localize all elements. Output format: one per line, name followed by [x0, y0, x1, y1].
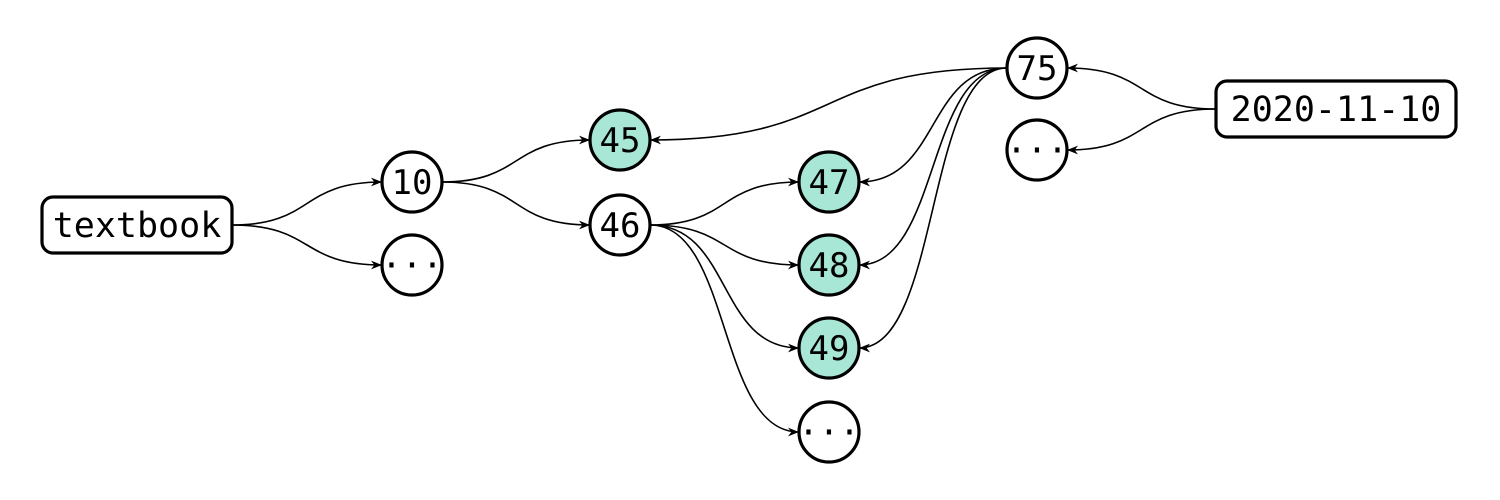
- node-n48-label: 48: [809, 246, 850, 286]
- node-layer: textbook 10 ··· 45 46 47 48 49 ··· 75 ··· 2020-11-1…: [40, 36, 1458, 464]
- node-n75: 75: [1005, 36, 1069, 100]
- edge-n46-to-n48: [649, 224, 800, 270]
- edge-textbook-to-more_textbook: [231, 224, 383, 270]
- edge-n46-to-n49: [649, 224, 800, 353]
- node-n45-label: 45: [600, 121, 641, 161]
- edge-n75-to-n45: [649, 67, 1008, 145]
- node-n47: 47: [797, 150, 861, 214]
- edge-layer: [231, 63, 1217, 437]
- node-n47-label: 47: [809, 163, 850, 203]
- node-n10-label: 10: [392, 163, 433, 203]
- node-more-46: ···: [797, 400, 861, 464]
- node-n47-circle: [797, 150, 861, 214]
- node-n46-circle: [588, 193, 652, 257]
- node-more-date-label: ···: [1006, 131, 1067, 171]
- node-n46-label: 46: [600, 206, 641, 246]
- edge-date-to-more_date: [1066, 108, 1217, 155]
- edge-date-to-n75: [1066, 63, 1217, 110]
- node-n49: 49: [797, 316, 861, 380]
- edge-n46-to-n47: [649, 177, 800, 226]
- node-n10-circle: [380, 150, 444, 214]
- node-textbook: textbook: [40, 195, 234, 255]
- node-n48-circle: [797, 233, 861, 297]
- node-n46: 46: [588, 193, 652, 257]
- node-more-date-circle: [1005, 118, 1069, 182]
- node-textbook-label: textbook: [53, 206, 222, 246]
- node-n45-circle: [588, 108, 652, 172]
- edge-n46-to-more_46: [649, 224, 800, 437]
- edge-n75-to-n47: [858, 67, 1008, 187]
- node-date-box: [1214, 79, 1458, 139]
- node-textbook-box: [40, 195, 234, 255]
- node-more-textbook-label: ···: [381, 246, 442, 286]
- edge-n10-to-n46: [441, 181, 591, 230]
- node-n48: 48: [797, 233, 861, 297]
- edge-n10-to-n45: [441, 135, 591, 183]
- node-date-label: 2020-11-10: [1231, 90, 1442, 130]
- node-date: 2020-11-10: [1214, 79, 1458, 139]
- node-more-textbook-circle: [380, 233, 444, 297]
- node-n10: 10: [380, 150, 444, 214]
- node-more-textbook: ···: [380, 233, 444, 297]
- node-n49-label: 49: [809, 329, 850, 369]
- node-more-46-circle: [797, 400, 861, 464]
- edge-n75-to-n48: [858, 67, 1008, 270]
- node-n45: 45: [588, 108, 652, 172]
- node-more-46-label: ···: [798, 413, 859, 453]
- edge-n75-to-n49: [858, 67, 1008, 353]
- node-n49-circle: [797, 316, 861, 380]
- edge-textbook-to-n10: [231, 177, 383, 226]
- node-n75-circle: [1005, 36, 1069, 100]
- node-more-date: ···: [1005, 118, 1069, 182]
- node-n75-label: 75: [1017, 49, 1058, 89]
